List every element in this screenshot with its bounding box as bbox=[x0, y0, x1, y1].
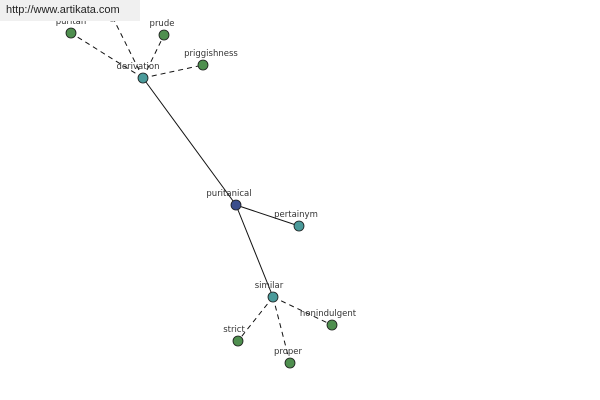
label-strict: strict bbox=[223, 325, 245, 335]
watermark-url[interactable]: http://www.artikata.com bbox=[0, 0, 140, 21]
edge-similar-nonindulgent bbox=[272, 296, 333, 326]
node-similar[interactable] bbox=[267, 291, 279, 303]
label-derivation: derivation bbox=[116, 62, 159, 72]
node-derivation[interactable] bbox=[137, 72, 149, 84]
label-puritan: puritan bbox=[56, 17, 87, 27]
label-pertainym: pertainym bbox=[274, 210, 318, 220]
node-priggishness[interactable] bbox=[197, 59, 209, 71]
nodes-layer: puritanical derivation pertainym similar pur… bbox=[56, 10, 357, 369]
node-puritanical[interactable] bbox=[230, 199, 242, 211]
label-similar: similar bbox=[255, 281, 284, 291]
node-puritan[interactable] bbox=[65, 27, 77, 39]
label-puritanical: puritanical bbox=[206, 189, 251, 199]
node-nonindulgent[interactable] bbox=[326, 319, 338, 331]
label-nonindulgent: nonindulgent bbox=[300, 309, 357, 319]
edge-derivation-offscreen_top bbox=[111, 15, 144, 79]
edge-similar-proper bbox=[272, 296, 291, 364]
edges-layer bbox=[70, 15, 333, 364]
edge-puritanical-pertainym bbox=[235, 204, 300, 227]
node-proper[interactable] bbox=[284, 357, 296, 369]
edge-puritanical-derivation bbox=[142, 77, 237, 206]
edge-puritanical-similar bbox=[235, 204, 274, 298]
edge-derivation-prude bbox=[142, 34, 165, 79]
label-priggishness: priggishness bbox=[184, 49, 238, 59]
label-prude: prude bbox=[150, 19, 175, 29]
label-proper: proper bbox=[274, 347, 303, 357]
node-prude[interactable] bbox=[158, 29, 170, 41]
node-pertainym[interactable] bbox=[293, 220, 305, 232]
edge-derivation-priggishness bbox=[142, 64, 204, 79]
edge-similar-strict bbox=[237, 296, 274, 342]
node-strict[interactable] bbox=[232, 335, 244, 347]
